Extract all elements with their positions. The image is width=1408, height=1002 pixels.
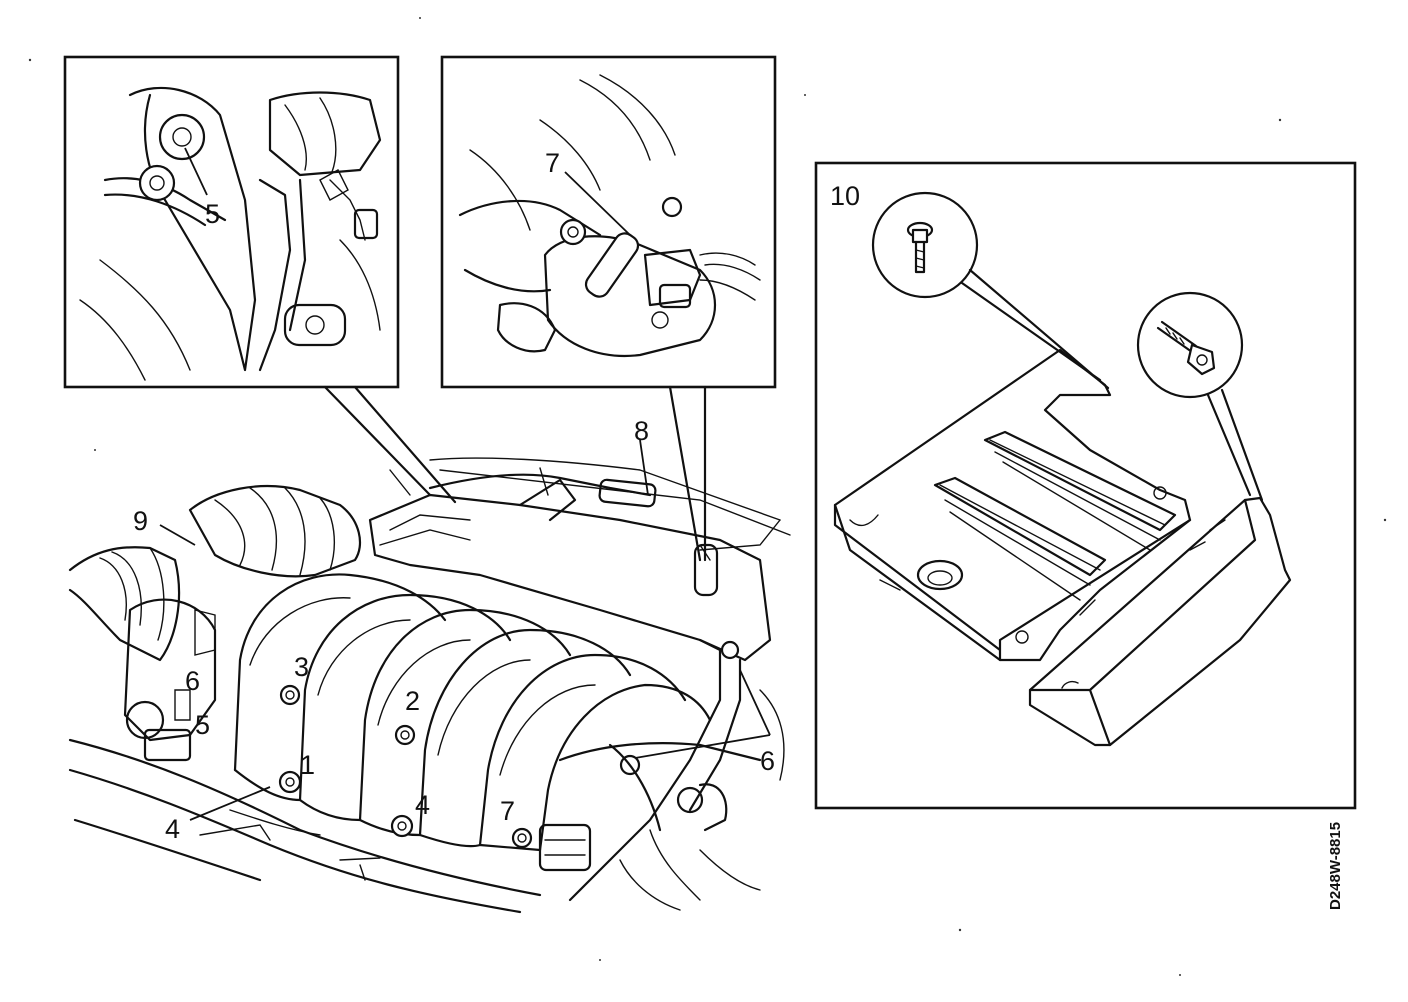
engine-cover-panel [833,348,1192,662]
intake-hose [68,546,181,662]
bracket-linkage [568,638,742,902]
inset-sensor-housing [543,235,717,357]
inset-leaders [323,385,707,562]
callout-8: 8 [634,416,649,446]
inset-frame-middle [440,55,777,389]
callout-4-left: 4 [165,814,180,844]
inset-detail-5 [63,55,400,389]
bolt-icon [906,221,934,274]
callout-leaders [159,147,771,821]
screw-detail-circle [1136,291,1244,399]
callout-5-inset: 5 [205,199,220,229]
callout-7-inset: 7 [545,148,560,178]
scan-specks [28,17,1387,976]
main-engine-view [68,457,791,914]
runner-bolts [278,640,740,849]
callout-10: 10 [830,181,860,211]
screw-icon [1156,320,1216,376]
intake-runners [233,573,712,852]
plenum [368,493,772,662]
callout-6-left: 6 [185,666,200,696]
callout-3: 3 [294,652,309,682]
side-cover-panel [1028,496,1292,747]
bolt-icon [158,113,206,161]
callout-9: 9 [133,506,148,536]
fuel-rail [428,473,652,522]
callout-5-main: 5 [195,710,210,740]
inset-frame-left [63,55,400,389]
inset-engine-cover [814,161,1357,810]
inset-frame-right [814,161,1357,810]
callout-6-right: 6 [760,746,775,776]
bolt-detail-circle [871,191,979,299]
callout-2: 2 [405,686,420,716]
callout-4-right: 4 [415,790,430,820]
callout-7-main: 7 [500,796,515,826]
callout-1: 1 [300,750,315,780]
inset-bracket-arm [128,86,257,372]
callout-labels: 5 7 8 9 3 2 1 6 5 4 4 7 6 10 [133,148,860,844]
inset-detail-7 [440,55,777,389]
air-duct [188,484,362,578]
figure-reference-code: D248W-8815 [1327,822,1344,910]
